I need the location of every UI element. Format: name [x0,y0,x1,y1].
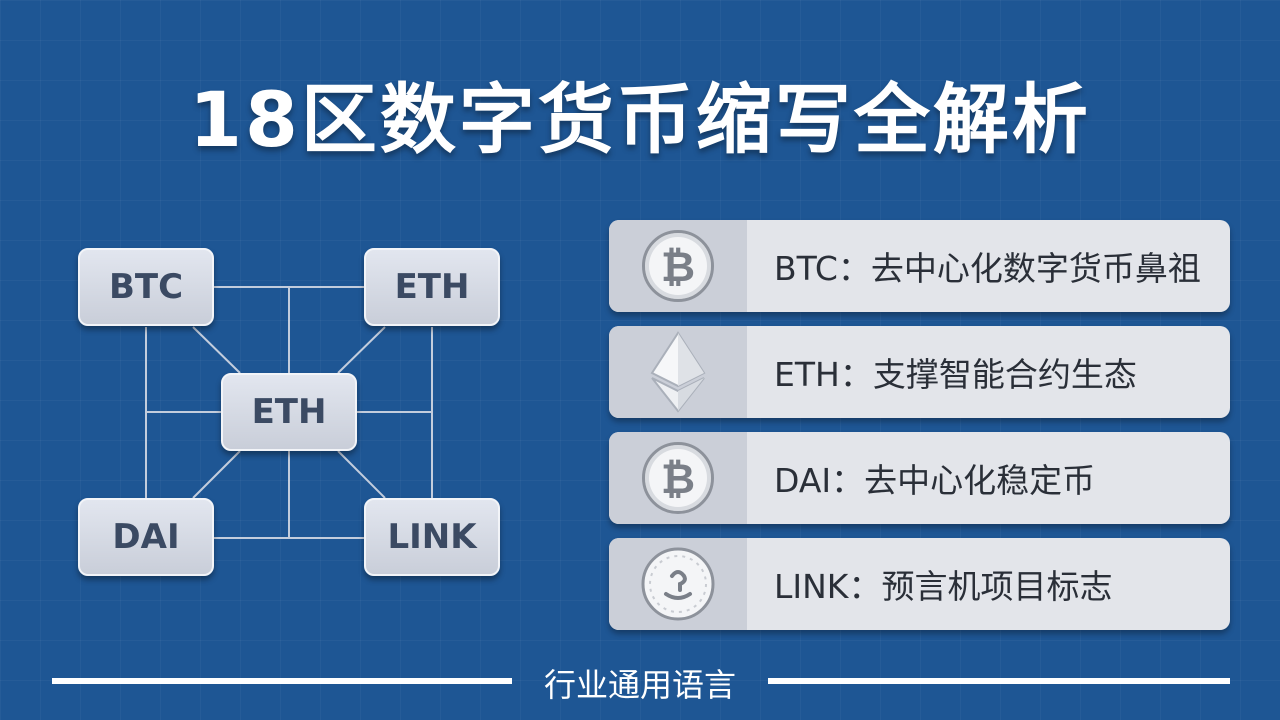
card-text: BTC：去中心化数字货币鼻祖 [774,249,1201,288]
card-link: LINK：预言机项目标志 [609,538,1230,630]
bitcoin-coin-icon: ₿ [642,442,714,514]
card-text: ETH：支撑智能合约生态 [774,355,1137,394]
node-btc: BTC [78,248,214,326]
card-btc: ₿ BTC：去中心化数字货币鼻祖 [609,220,1230,312]
node-eth-top: ETH [364,248,500,326]
node-eth-center: ETH [221,373,357,451]
node-dai: DAI [78,498,214,576]
card-icon-panel [609,538,747,630]
bitcoin-coin-icon: ₿ [642,230,714,302]
footer-divider-right [768,678,1230,684]
page-title: 18区数字货币缩写全解析 [189,75,1091,164]
node-link: LINK [364,498,500,576]
footer-divider-left [52,678,512,684]
card-icon-panel: ₿ [609,220,747,312]
card-text: LINK：预言机项目标志 [774,567,1113,606]
card-icon-panel: ₿ [609,432,747,524]
card-eth: ETH：支撑智能合约生态 [609,326,1230,418]
card-dai: ₿ DAI：去中心化稳定币 [609,432,1230,524]
chainlink-coin-icon [641,547,715,621]
ethereum-diamond-icon [650,331,706,413]
card-text: DAI：去中心化稳定币 [774,461,1096,500]
card-icon-panel [609,326,747,418]
footer-caption: 行业通用语言 [543,666,736,704]
